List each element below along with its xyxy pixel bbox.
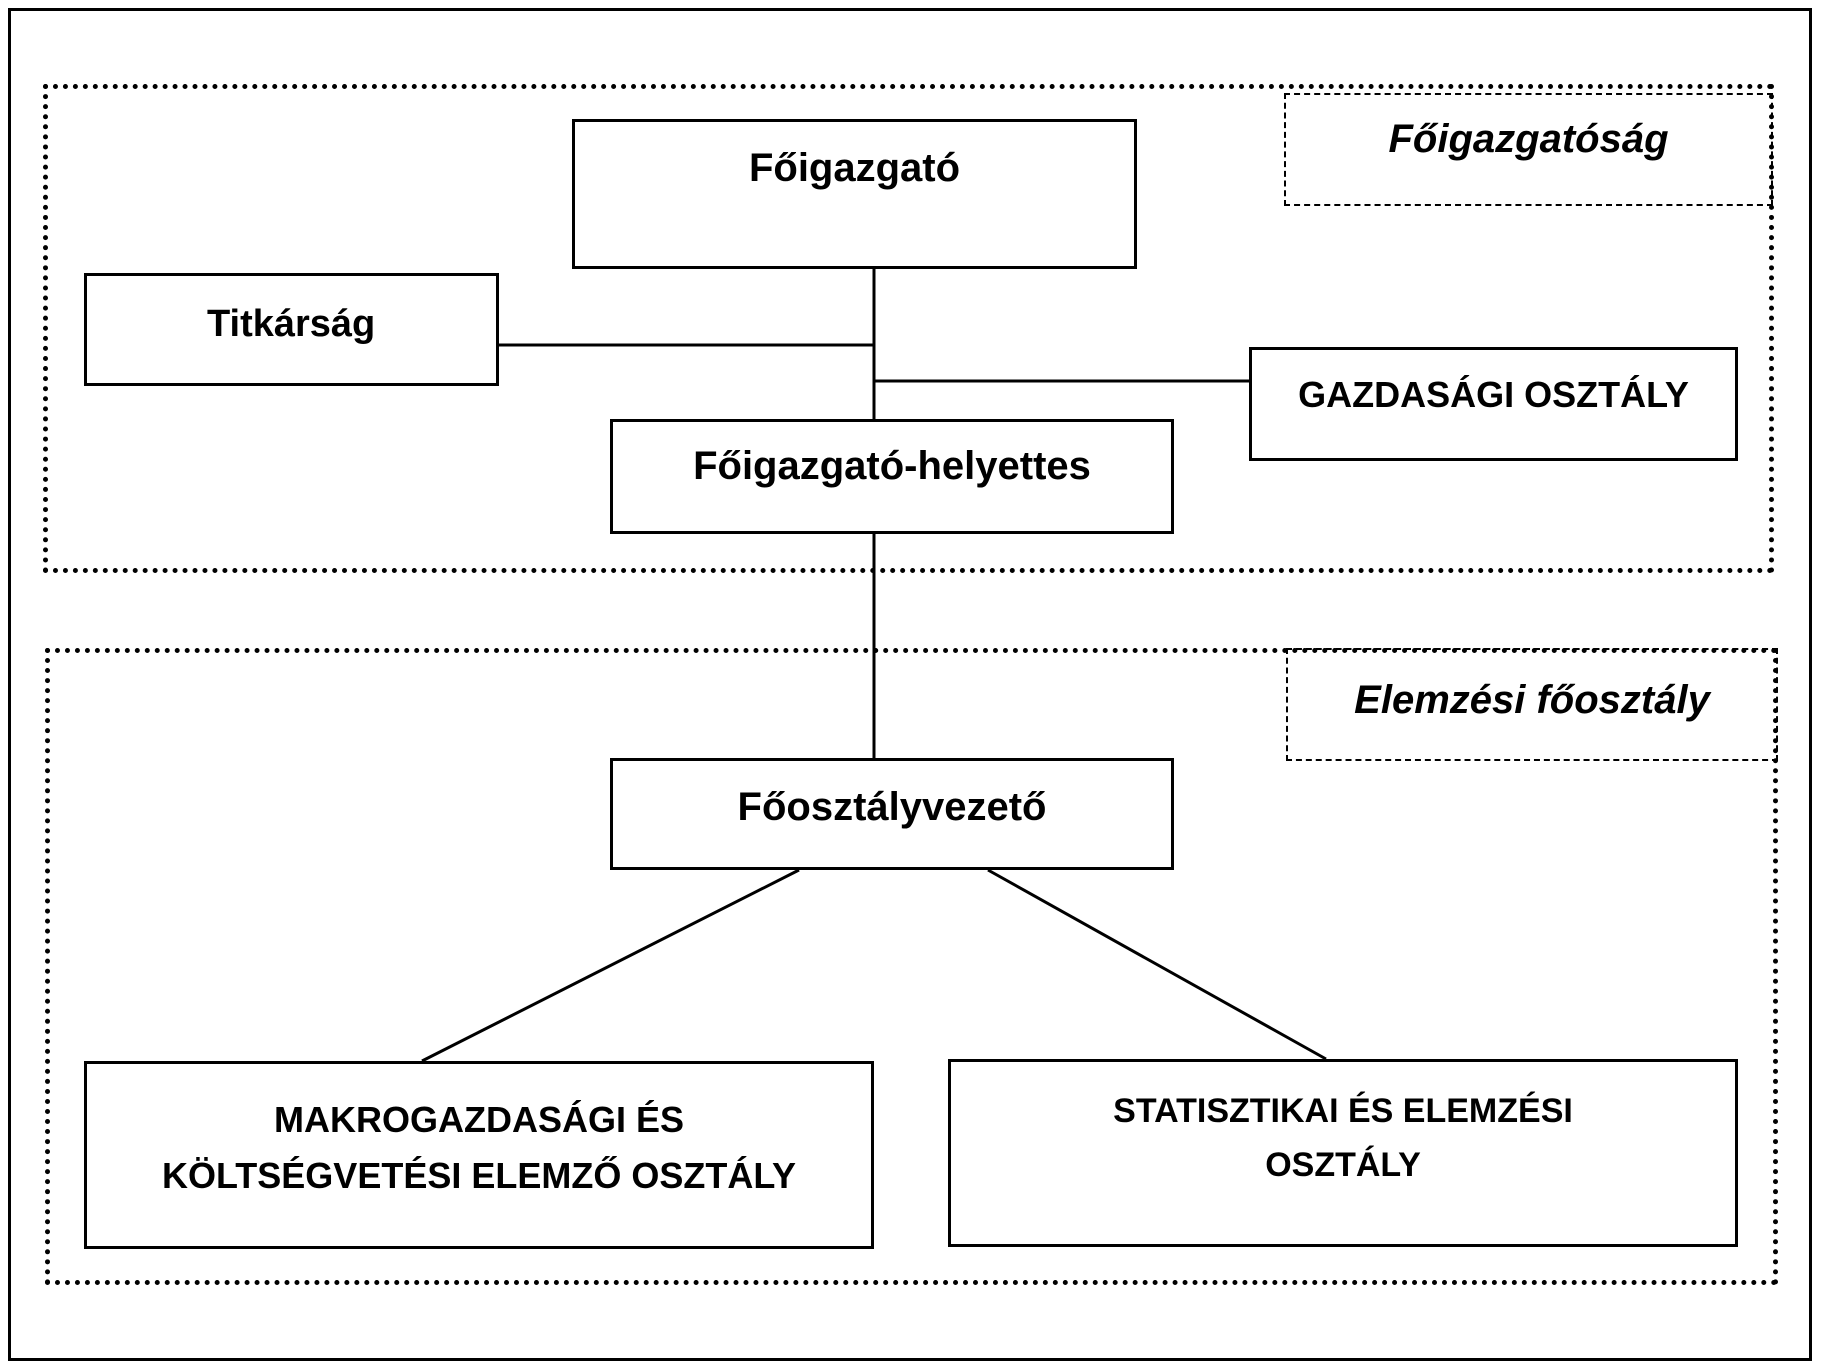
group-label-foigazgatosag: Főigazgatóság: [1284, 93, 1773, 206]
group-elemzesi-foosztaly: [45, 648, 1778, 1285]
node-gazdasagi-osztaly: GAZDASÁGI OSZTÁLY: [1249, 347, 1738, 461]
node-label: GAZDASÁGI OSZTÁLY: [1298, 374, 1689, 415]
node-foigazgato-helyettes: Főigazgató-helyettes: [610, 419, 1174, 534]
node-foigazgato: Főigazgató: [572, 119, 1137, 269]
group-label-elemzesi-foosztaly: Elemzési főosztály: [1286, 648, 1778, 761]
node-label: Főigazgató: [748, 146, 961, 190]
node-label: Főigazgató-helyettes: [693, 444, 1091, 488]
outer-frame: [8, 8, 1812, 1361]
node-label-line1: MAKROGAZDASÁGI ÉS: [273, 1099, 684, 1140]
node-label-line2: OSZTÁLY: [1265, 1146, 1421, 1184]
edge-foosztalyvezeto-makro: [421, 868, 800, 1063]
group-label-text: Főigazgatóság: [1388, 117, 1669, 161]
node-makrogazdasagi-osztaly: MAKROGAZDASÁGI ÉS KÖLTSÉGVETÉSI ELEMZŐ O…: [84, 1061, 874, 1249]
node-foosztalyvezeto: Főosztályvezető: [610, 758, 1174, 870]
node-label: Főosztályvezető: [737, 785, 1047, 829]
node-label-line1: STATISZTIKAI ÉS ELEMZÉSI: [1113, 1092, 1573, 1130]
node-label: Titkárság: [207, 303, 376, 345]
node-statisztikai-osztaly: STATISZTIKAI ÉS ELEMZÉSI OSZTÁLY: [948, 1059, 1738, 1247]
node-label-line2: KÖLTSÉGVETÉSI ELEMZŐ OSZTÁLY: [161, 1155, 797, 1196]
node-titkarsag: Titkárság: [84, 273, 499, 386]
group-foigazgatosag: [43, 84, 1774, 573]
group-label-text: Elemzési főosztály: [1354, 678, 1710, 722]
edge-foosztalyvezeto-statisztikai: [987, 868, 1327, 1061]
